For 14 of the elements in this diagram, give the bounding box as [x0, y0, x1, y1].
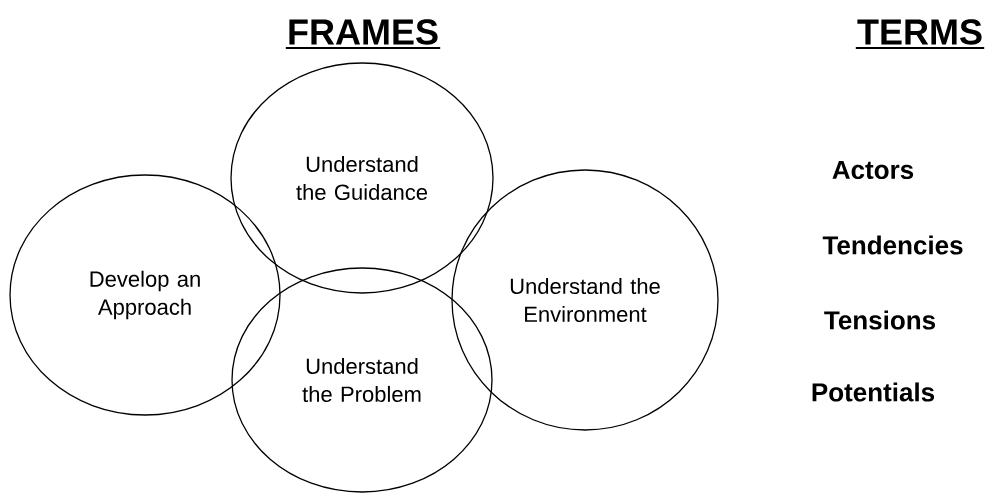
- term-label: Actors: [832, 160, 914, 180]
- heading: TERMS: [854, 19, 986, 49]
- node-label: Understand the Problem: [302, 357, 421, 403]
- node-label: Understand the Environment: [510, 277, 660, 323]
- node-label: Develop an Approach: [90, 270, 200, 320]
- node-label: Understand the Guidance: [296, 155, 428, 201]
- term-label: Tensions: [824, 310, 936, 330]
- heading: FRAMES: [284, 19, 442, 49]
- frame-circle: [230, 62, 494, 294]
- frame-circle: [9, 174, 281, 416]
- term-label: Potentials: [812, 382, 935, 402]
- frame-circle: [451, 169, 719, 431]
- term-label: Tendencies: [822, 235, 963, 255]
- frame-circle: [231, 267, 493, 493]
